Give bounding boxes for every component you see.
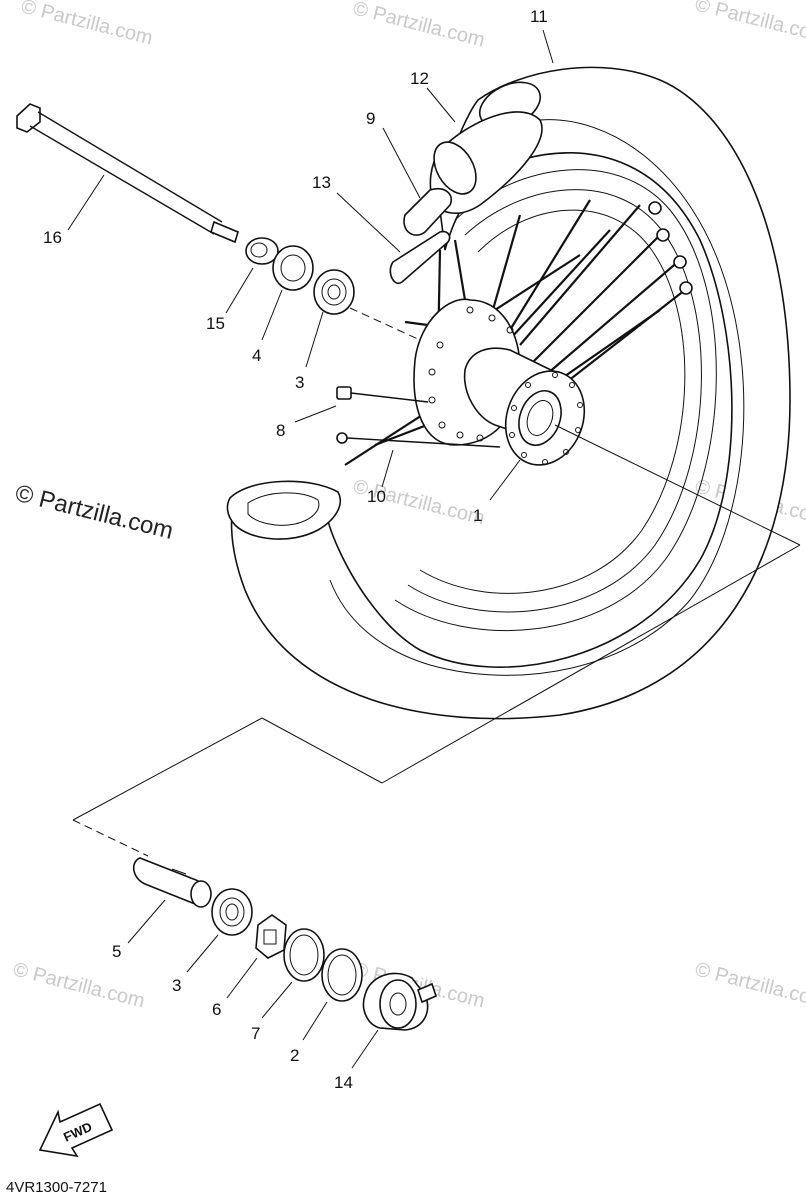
callout-13[interactable]: 13 — [312, 173, 331, 192]
spoke-nipple-10 — [336, 432, 501, 448]
axle-16 — [16, 103, 239, 244]
watermark-top-left: © Partzilla.com — [19, 0, 155, 49]
watermark-bottom-left: © Partzilla.com — [11, 959, 147, 1013]
gear-7 — [283, 928, 325, 982]
callout-10[interactable]: 10 — [367, 487, 386, 506]
clutch-6 — [255, 914, 287, 959]
callout-3-bottom[interactable]: 3 — [172, 976, 181, 995]
rim — [394, 169, 717, 632]
callout-15[interactable]: 15 — [206, 314, 225, 333]
callout-8[interactable]: 8 — [276, 421, 285, 440]
oil-seal-4 — [272, 245, 314, 291]
callout-4-top[interactable]: 4 — [252, 346, 261, 365]
fwd-arrow: FWD — [38, 1102, 114, 1158]
callout-7[interactable]: 7 — [251, 1024, 260, 1043]
assembly-dash-outline — [72, 544, 801, 857]
rim-band-9 — [403, 187, 452, 236]
callout-6[interactable]: 6 — [212, 1000, 221, 1019]
oil-seal-2 — [321, 948, 363, 1002]
hub-flange-1 — [504, 370, 586, 466]
watermark-top-right: © Partzilla.com — [693, 0, 806, 47]
bolt-8 — [336, 386, 429, 403]
centerline-top — [349, 307, 421, 341]
rim-lock-13 — [389, 230, 451, 285]
callout-16[interactable]: 16 — [43, 228, 62, 247]
watermark-prominent: © Partzilla.com — [13, 480, 176, 545]
hub-axis-line — [554, 424, 801, 546]
watermark-top-center: © Partzilla.com — [351, 0, 487, 51]
bearing-3-top — [313, 269, 355, 315]
callout-1[interactable]: 1 — [473, 506, 482, 525]
callout-9[interactable]: 9 — [366, 109, 375, 128]
callout-2[interactable]: 2 — [290, 1046, 299, 1065]
callout-3-top[interactable]: 3 — [295, 373, 304, 392]
callout-12[interactable]: 12 — [410, 69, 429, 88]
callout-5[interactable]: 5 — [112, 942, 121, 961]
collar-15 — [245, 237, 279, 265]
meter-gear-unit-14 — [362, 972, 437, 1031]
bearing-3-bottom — [211, 888, 253, 936]
callout-14[interactable]: 14 — [334, 1073, 353, 1092]
callout-11[interactable]: 11 — [530, 7, 548, 26]
spacer-5 — [132, 857, 212, 908]
leader-lines — [67, 29, 554, 1069]
callout-labels: 11 12 9 13 16 15 4 3 8 10 1 5 3 6 7 2 14 — [43, 7, 548, 1092]
diagram-code: 4VR1300-7271 — [6, 1179, 107, 1196]
watermark-bottom-right: © Partzilla.com — [693, 959, 806, 1013]
